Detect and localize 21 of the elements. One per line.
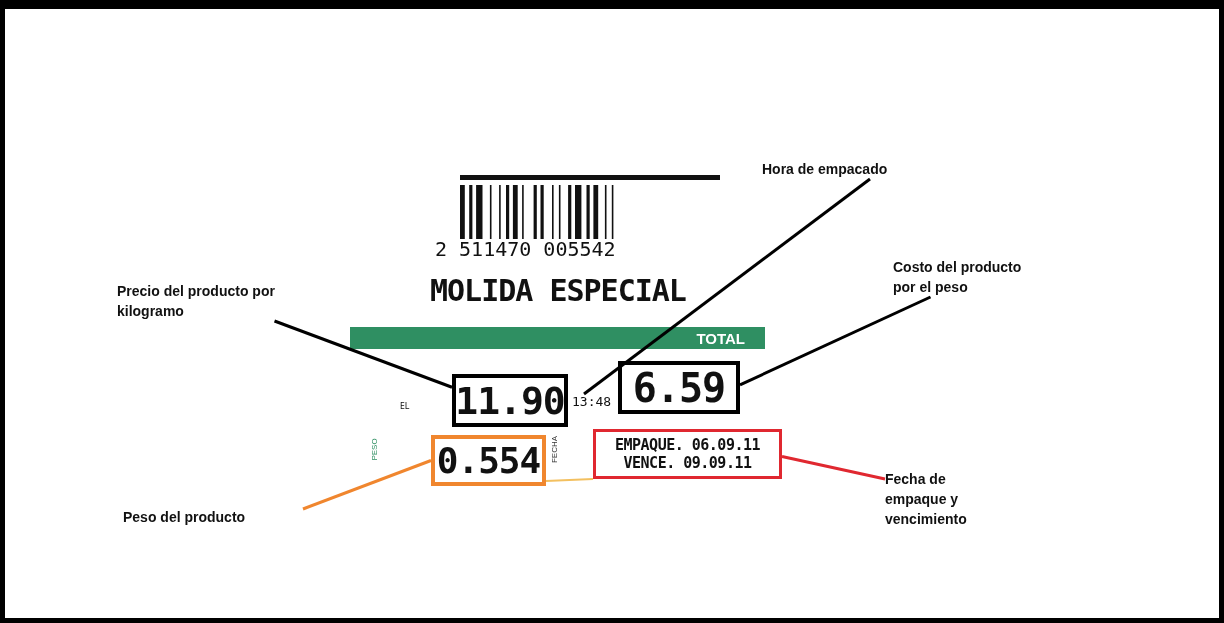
- leader-line: [273, 319, 453, 389]
- barcode-number: 2 511470 005542: [435, 237, 616, 261]
- leader-line: [739, 295, 932, 387]
- highlight-box: 11.90: [452, 374, 568, 427]
- field-label: FECHA: [550, 435, 560, 464]
- highlight-box: 0.554: [431, 435, 546, 486]
- highlight-box: 6.59: [618, 361, 740, 414]
- leader-line: [302, 459, 432, 511]
- annotation-text: Fecha de empaque y vencimiento: [885, 469, 1010, 529]
- highlight-box: EMPAQUE. 06.09.11 VENCE. 09.09.11: [593, 429, 782, 479]
- annotation-text: Hora de empacado: [762, 159, 942, 179]
- field-label: PESO: [369, 438, 379, 461]
- price-band: TOTAL: [350, 327, 765, 349]
- product-name: MOLIDA ESPECIAL: [430, 273, 686, 308]
- leader-line: [583, 177, 871, 396]
- annotation-text: Costo del producto por el peso: [893, 257, 1043, 297]
- annotation-text: Precio del producto por kilogramo: [117, 281, 292, 321]
- time-text: 13:48: [572, 394, 612, 409]
- field-label: EL: [400, 402, 410, 411]
- annotation-text: Peso del producto: [123, 507, 303, 527]
- leader-line: [781, 455, 886, 481]
